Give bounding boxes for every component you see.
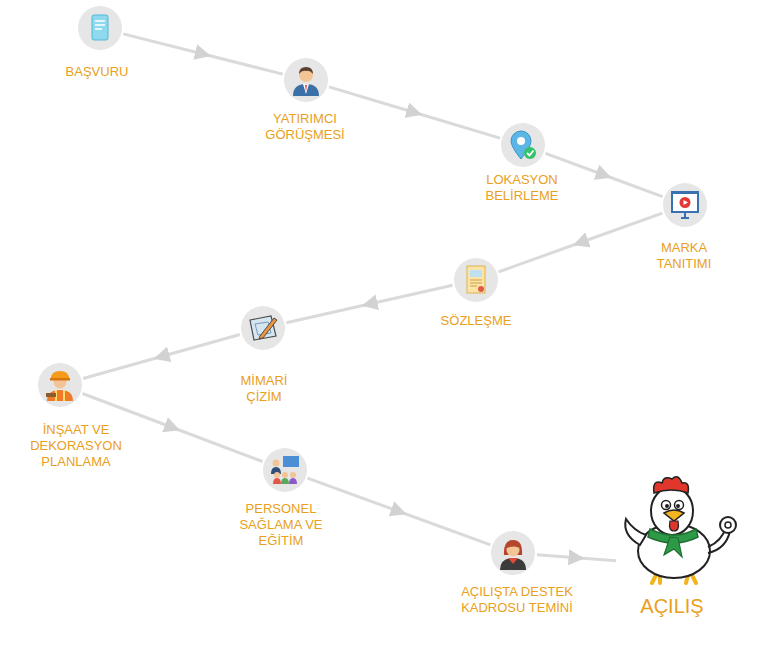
flow-arrow — [499, 213, 663, 272]
process-step: MİMARİ ÇİZİM — [229, 306, 299, 405]
step-icon — [284, 58, 328, 102]
step-icon — [38, 363, 82, 407]
process-step: SÖZLEŞME — [431, 258, 521, 329]
step-label: MİMARİ ÇİZİM — [229, 373, 299, 405]
process-step: AÇILIŞTA DESTEK KADROSU TEMİNİ — [442, 531, 592, 616]
flow-arrow — [83, 334, 240, 378]
step-label: PERSONEL SAĞLAMA VE EĞİTİM — [231, 501, 331, 549]
step-label: SÖZLEŞME — [431, 313, 521, 329]
process-step: İNŞAAT VE DEKORASYON PLANLAMA — [21, 363, 131, 470]
step-icon — [663, 183, 707, 227]
step-label: İNŞAAT VE DEKORASYON PLANLAMA — [21, 422, 131, 470]
flow-arrow — [308, 478, 491, 545]
process-step: PERSONEL SAĞLAMA VE EĞİTİM — [231, 448, 331, 549]
flow-arrow — [537, 555, 616, 561]
step-icon — [454, 258, 498, 302]
step-icon — [501, 123, 545, 167]
step-label: LOKASYON BELİRLEME — [472, 172, 572, 204]
flow-arrow — [546, 153, 663, 196]
step-label: BAŞVURU — [52, 64, 142, 80]
flow-arrow — [286, 285, 452, 322]
step-icon — [263, 448, 307, 492]
step-label: YATIRIMCI GÖRÜŞMESİ — [255, 111, 355, 143]
mascot-illustration — [612, 475, 742, 585]
final-step: AÇILIŞ — [612, 475, 742, 618]
step-icon — [491, 531, 535, 575]
process-step: MARKA TANITIMI — [644, 183, 724, 272]
step-icon — [241, 306, 285, 350]
step-label: MARKA TANITIMI — [644, 240, 724, 272]
flow-arrow — [123, 34, 282, 74]
process-step: LOKASYON BELİRLEME — [472, 123, 572, 204]
process-step: YATIRIMCI GÖRÜŞMESİ — [255, 58, 355, 143]
step-label: AÇILIŞTA DESTEK KADROSU TEMİNİ — [442, 584, 592, 616]
step-icon — [78, 6, 122, 50]
process-step: BAŞVURU — [52, 6, 142, 80]
step-label: AÇILIŞ — [617, 594, 727, 618]
flow-arrow — [329, 87, 500, 138]
